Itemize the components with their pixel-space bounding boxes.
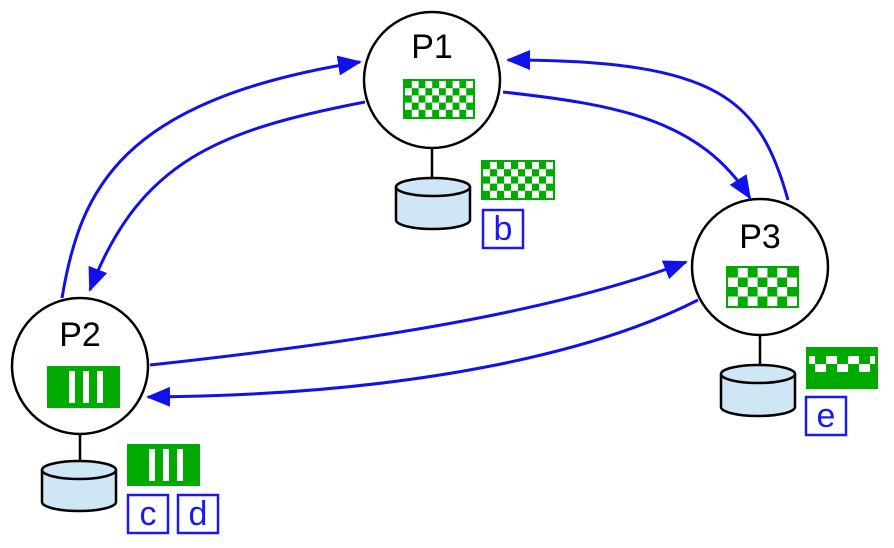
node-p3: P3 [690, 197, 830, 368]
disk-p1 [394, 176, 472, 231]
node-p1: P1 [362, 10, 502, 180]
arrow-p2-to-p1 [60, 55, 362, 299]
svg-text:c: c [140, 495, 157, 533]
pattern-p2-stripes [47, 366, 120, 408]
svg-text:e: e [817, 397, 836, 435]
svg-text:d: d [189, 495, 208, 533]
label-box-b: b [481, 208, 525, 250]
pattern-p1-checkerboard [403, 79, 475, 119]
arrow-p2-to-p3 [149, 260, 688, 367]
node-label-p1: P1 [411, 28, 453, 66]
arrow-p3-to-p1 [506, 50, 790, 201]
label-box-d: d [176, 493, 220, 535]
svg-text:b: b [494, 210, 513, 248]
pattern-p3-checkerboard-rows [726, 266, 799, 308]
arrow-p1-to-p2 [88, 100, 366, 292]
node-label-p3: P3 [739, 218, 781, 256]
node-label-p2: P2 [59, 316, 101, 354]
label-box-c: c [126, 493, 170, 535]
pattern-p3-disk-zigzag [806, 347, 878, 389]
node-p2: P2 [10, 296, 150, 463]
pattern-p1-disk-checkerboard [481, 160, 555, 200]
pattern-p2-disk-stripes [127, 444, 200, 486]
disk-p3 [719, 363, 797, 418]
arrow-p3-to-p2 [146, 298, 699, 407]
label-box-e: e [804, 395, 848, 437]
disk-p2 [40, 459, 118, 513]
arrow-p1-to-p3 [502, 90, 752, 200]
